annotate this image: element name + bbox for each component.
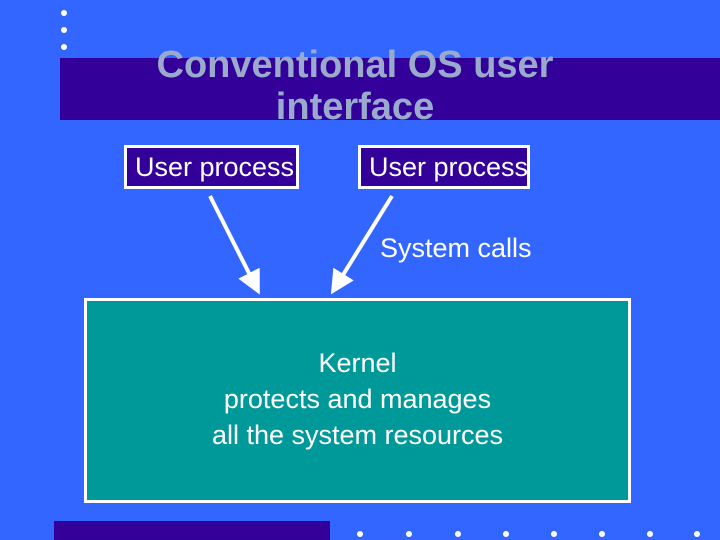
kernel-title: Kernel: [318, 348, 397, 378]
decorative-dot: [61, 27, 67, 33]
user-process-box-right: User process: [358, 145, 530, 189]
user-process-box-left: User process: [124, 145, 299, 189]
decorative-dot: [406, 531, 412, 537]
decorative-dot: [599, 531, 605, 537]
decorative-dot: [61, 10, 67, 16]
decorative-dot: [455, 531, 461, 537]
decorative-dot: [694, 531, 700, 537]
decorative-dot: [357, 531, 363, 537]
slide-title-line-1: Conventional OS user: [156, 44, 554, 86]
system-calls-label: System calls: [380, 233, 532, 263]
kernel-text: Kernel protects and manages all the syst…: [87, 345, 628, 453]
slide-title: Conventional OS user interface: [80, 44, 630, 128]
kernel-description-line-1: protects and manages: [223, 384, 492, 414]
decorative-dot: [551, 531, 557, 537]
kernel-box: Kernel protects and manages all the syst…: [84, 298, 631, 503]
decorative-dot: [647, 531, 653, 537]
bottom-band: [54, 521, 330, 540]
arrow-left-process-to-kernel: [208, 195, 260, 295]
slide-title-line-2: interface: [275, 86, 435, 128]
decorative-dot: [503, 531, 509, 537]
decorative-dot: [61, 44, 67, 50]
arrow-right-process-to-kernel: [330, 194, 394, 295]
title-band: [60, 58, 720, 120]
kernel-description-line-2: all the system resources: [211, 420, 504, 450]
